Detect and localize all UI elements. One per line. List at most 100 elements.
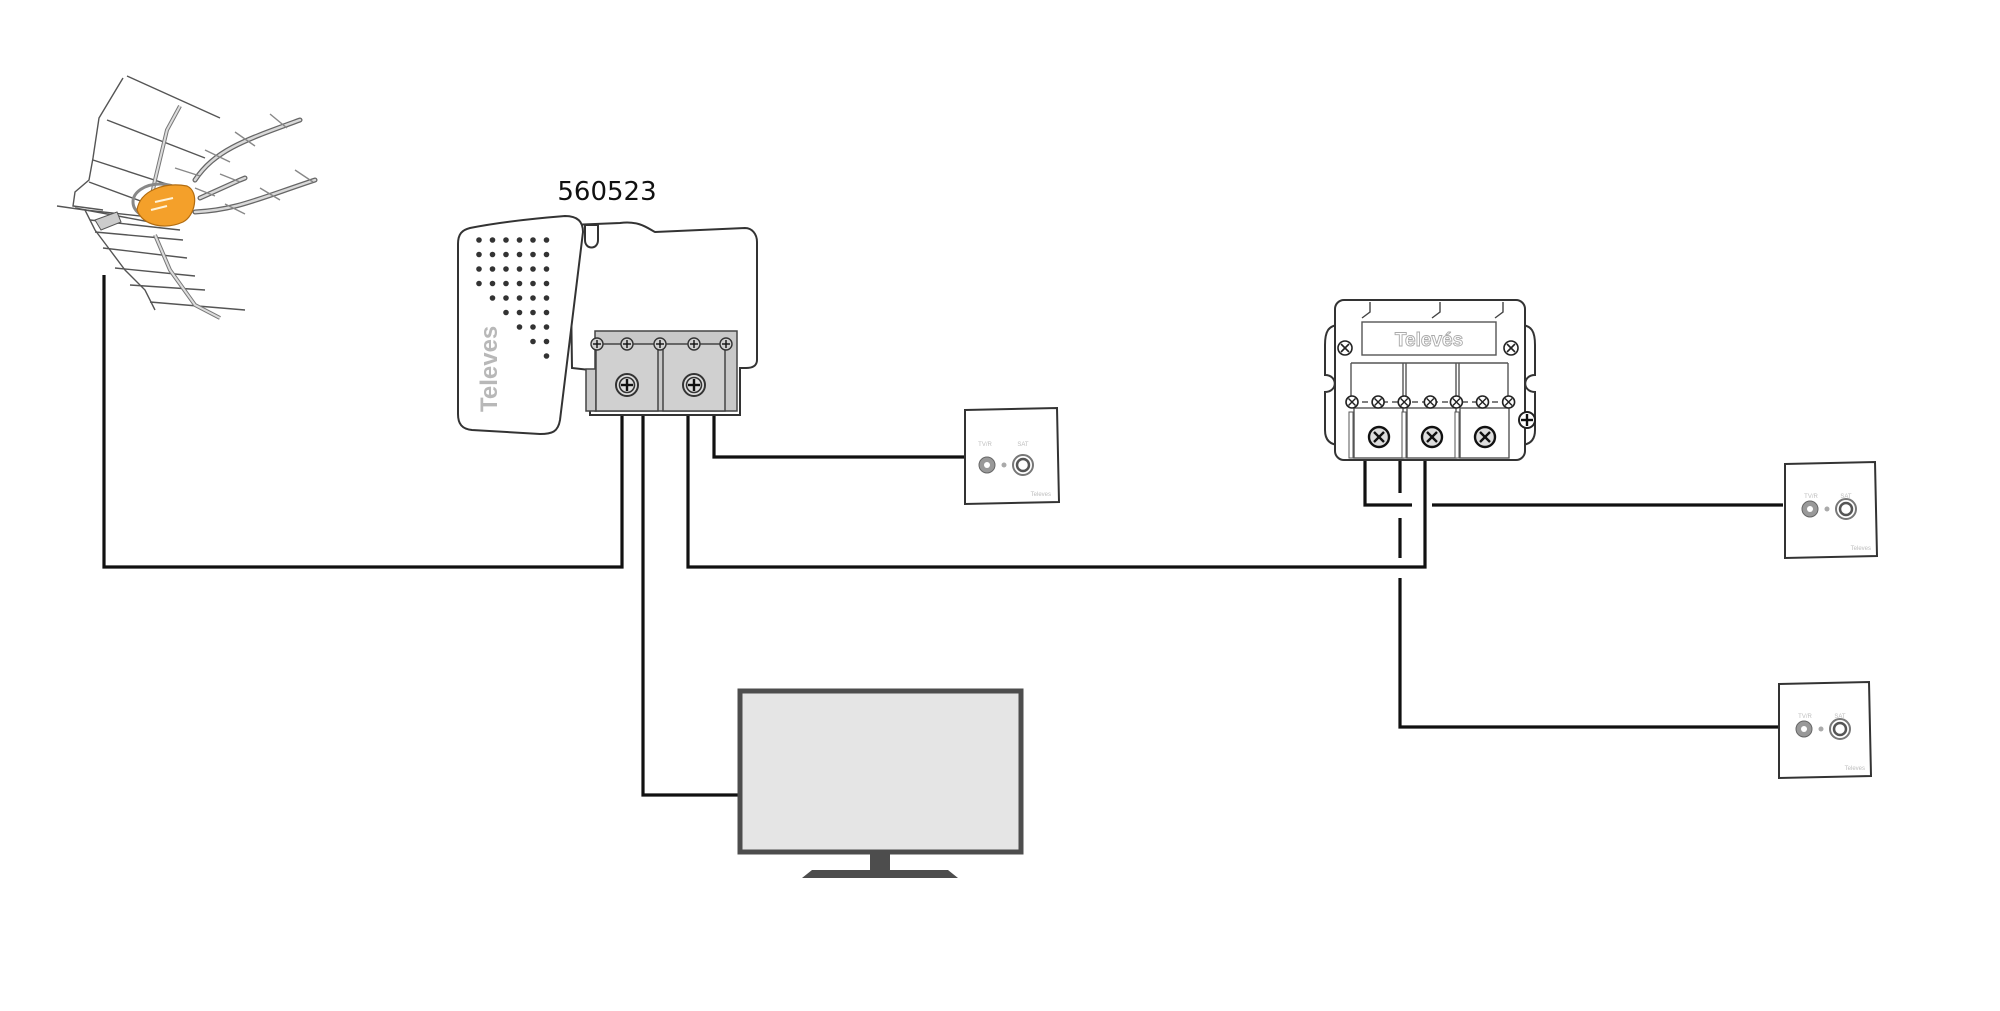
wall-plate-frame — [1784, 460, 1879, 560]
television[interactable] — [737, 688, 1024, 878]
splitter-mount-screw-left — [1337, 340, 1353, 356]
wall-plate-right-label: SAT — [1840, 494, 1852, 500]
vent-dot — [503, 309, 509, 316]
wall-plate-left-label: TV/R — [1798, 714, 1812, 720]
wire-amplifier-to-splitter — [686, 413, 1427, 569]
vent-dot — [516, 309, 523, 316]
amplifier-vent-dots — [476, 237, 550, 359]
vent-dot — [516, 237, 523, 243]
amplifier-terminal-side — [585, 368, 597, 412]
amplifier-model-label: 560523 — [557, 177, 656, 207]
wall-plate-left-label: TV/R — [978, 442, 992, 448]
coax-socket-tv-icon[interactable] — [1801, 500, 1819, 518]
amplifier-screw-left — [615, 373, 639, 397]
led-indicator-icon — [1818, 726, 1824, 732]
amplifier-screw-right — [682, 373, 706, 397]
vent-dot — [530, 266, 536, 272]
splitter-mount-screw-right — [1503, 340, 1519, 356]
vent-dot — [543, 237, 550, 243]
coax-socket-tv-icon[interactable] — [1795, 720, 1813, 738]
wall-plate-frame — [964, 406, 1061, 506]
vent-dot — [489, 295, 496, 301]
vent-dot — [516, 280, 523, 287]
vent-dot — [489, 251, 496, 258]
antenna-reflector-lower — [56, 205, 246, 320]
wall-plate-3[interactable]: TV/R SAT Televes — [1778, 680, 1873, 780]
vent-dot — [516, 295, 523, 301]
coax-socket-sat-icon[interactable] — [1835, 498, 1857, 520]
wall-plate-brand: Televes — [1031, 492, 1051, 498]
coax-socket-sat-icon[interactable] — [1012, 454, 1034, 476]
vent-dot — [530, 338, 536, 345]
led-indicator-icon — [1824, 506, 1830, 512]
splitter-port-dividers — [1350, 362, 1509, 400]
splitter-ground-screw — [1518, 411, 1536, 429]
vent-dot — [543, 324, 550, 330]
vent-dot — [543, 338, 550, 345]
vent-dot — [476, 266, 482, 272]
vent-dot — [543, 280, 550, 287]
wire-amplifier-to-plate-1 — [712, 413, 964, 459]
vent-dot — [503, 251, 509, 258]
vent-dot — [489, 280, 496, 287]
coax-socket-sat-icon[interactable] — [1829, 718, 1851, 740]
amplifier-560523[interactable]: 560523 Televes — [457, 177, 758, 436]
tv-stand-base — [802, 870, 958, 878]
vent-dot — [503, 295, 509, 301]
wire-antenna-to-amplifier — [102, 275, 624, 569]
amplifier-brand: Televes — [476, 326, 503, 412]
tv-screen — [737, 688, 1024, 855]
vent-dot — [530, 251, 536, 258]
wall-plate-2[interactable]: TV/R SAT Televes — [1784, 460, 1879, 560]
antenna-booms — [192, 117, 318, 215]
vent-dot — [489, 237, 496, 243]
splitter-ports — [1345, 395, 1516, 459]
wall-plate-right-label: SAT — [1834, 714, 1846, 720]
vent-dot — [476, 251, 482, 258]
vent-dot — [543, 295, 550, 301]
wire-amplifier-to-tv — [641, 413, 739, 797]
coax-socket-tv-icon[interactable] — [978, 456, 996, 474]
wall-plate-brand: Televes — [1845, 766, 1865, 772]
amplifier-notch-top — [584, 224, 599, 249]
vent-dot — [489, 266, 496, 272]
wire-splitter-to-plate-2-a — [1363, 458, 1412, 507]
vent-dot — [543, 266, 550, 272]
vent-dot — [503, 266, 509, 272]
splitter-brand: Televés — [1395, 330, 1463, 351]
vent-dot — [476, 280, 482, 287]
vent-dot — [530, 280, 536, 287]
tv-stand-neck — [870, 854, 890, 870]
vent-dot — [530, 324, 536, 330]
wall-plate-brand: Televes — [1851, 546, 1871, 552]
amplifier-screws-top — [590, 337, 733, 351]
vent-dot — [543, 309, 550, 316]
wall-plate-1[interactable]: TV/R SAT Televes — [964, 406, 1061, 506]
splitter-top-notches — [1361, 302, 1504, 319]
wires — [102, 275, 1783, 797]
splitter-brand-plate — [1361, 321, 1497, 356]
vent-dot — [516, 324, 523, 330]
vent-dot — [516, 266, 523, 272]
vent-dot — [503, 237, 509, 243]
antenna-amplifier-housing — [131, 182, 196, 227]
wall-plate-right-label: SAT — [1017, 442, 1029, 448]
vent-dot — [530, 295, 536, 301]
vent-dot — [543, 353, 550, 359]
antenna-directors — [174, 113, 314, 215]
splitter[interactable]: Televés — [1324, 299, 1536, 461]
antenna-mast-clamp — [94, 211, 122, 231]
wall-plate-left-label: TV/R — [1804, 494, 1818, 500]
wire-splitter-to-plate-3-c — [1398, 578, 1778, 729]
vent-dot — [543, 251, 550, 258]
led-indicator-icon — [1001, 462, 1007, 468]
vent-dot — [530, 309, 536, 316]
antenna[interactable] — [56, 75, 318, 320]
vent-dot — [530, 237, 536, 243]
wall-plate-frame — [1778, 680, 1873, 780]
vent-dot — [503, 280, 509, 287]
vent-dot — [476, 237, 482, 243]
vent-dot — [516, 251, 523, 258]
antenna-booms-highlight — [193, 118, 317, 214]
